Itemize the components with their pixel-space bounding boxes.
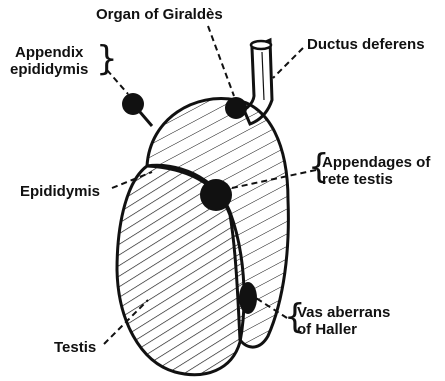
label-testis-text: Testis <box>54 339 96 356</box>
appendages-rete-testis-blob <box>200 179 232 211</box>
label-appendix-epididymis: Appendix epididymis <box>10 44 88 78</box>
label-epididymis-text: Epididymis <box>20 183 100 200</box>
label-appendages-rete-testis: Appendages of rete testis <box>322 154 430 188</box>
label-epididymis: Epididymis <box>20 183 100 200</box>
leader-ductus-deferens <box>273 48 303 78</box>
label-vas-aberrans-line1: Vas aberrans <box>297 304 390 321</box>
label-ductus-deferens: Ductus deferens <box>307 36 425 53</box>
brace-appendix-epididymis: } <box>96 42 118 76</box>
appendix-epididymis-stalk <box>140 112 152 126</box>
label-vas-aberrans: Vas aberrans of Haller <box>297 304 390 338</box>
label-appendix-line2: epididymis <box>10 61 88 78</box>
vas-aberrans-blob <box>239 282 257 314</box>
label-appendix-line1: Appendix <box>10 44 88 61</box>
label-organ-of-giraldes-text: Organ of Giraldès <box>96 6 223 23</box>
label-vas-aberrans-line2: of Haller <box>297 321 390 338</box>
label-organ-of-giraldes: Organ of Giraldès <box>96 6 223 23</box>
label-appendages-line2: rete testis <box>322 171 430 188</box>
leader-organ-of-giraldes <box>208 26 234 96</box>
label-appendages-line1: Appendages of <box>322 154 430 171</box>
label-testis: Testis <box>54 339 96 356</box>
organ-of-giraldes-blob <box>225 97 247 119</box>
label-ductus-deferens-text: Ductus deferens <box>307 36 425 53</box>
